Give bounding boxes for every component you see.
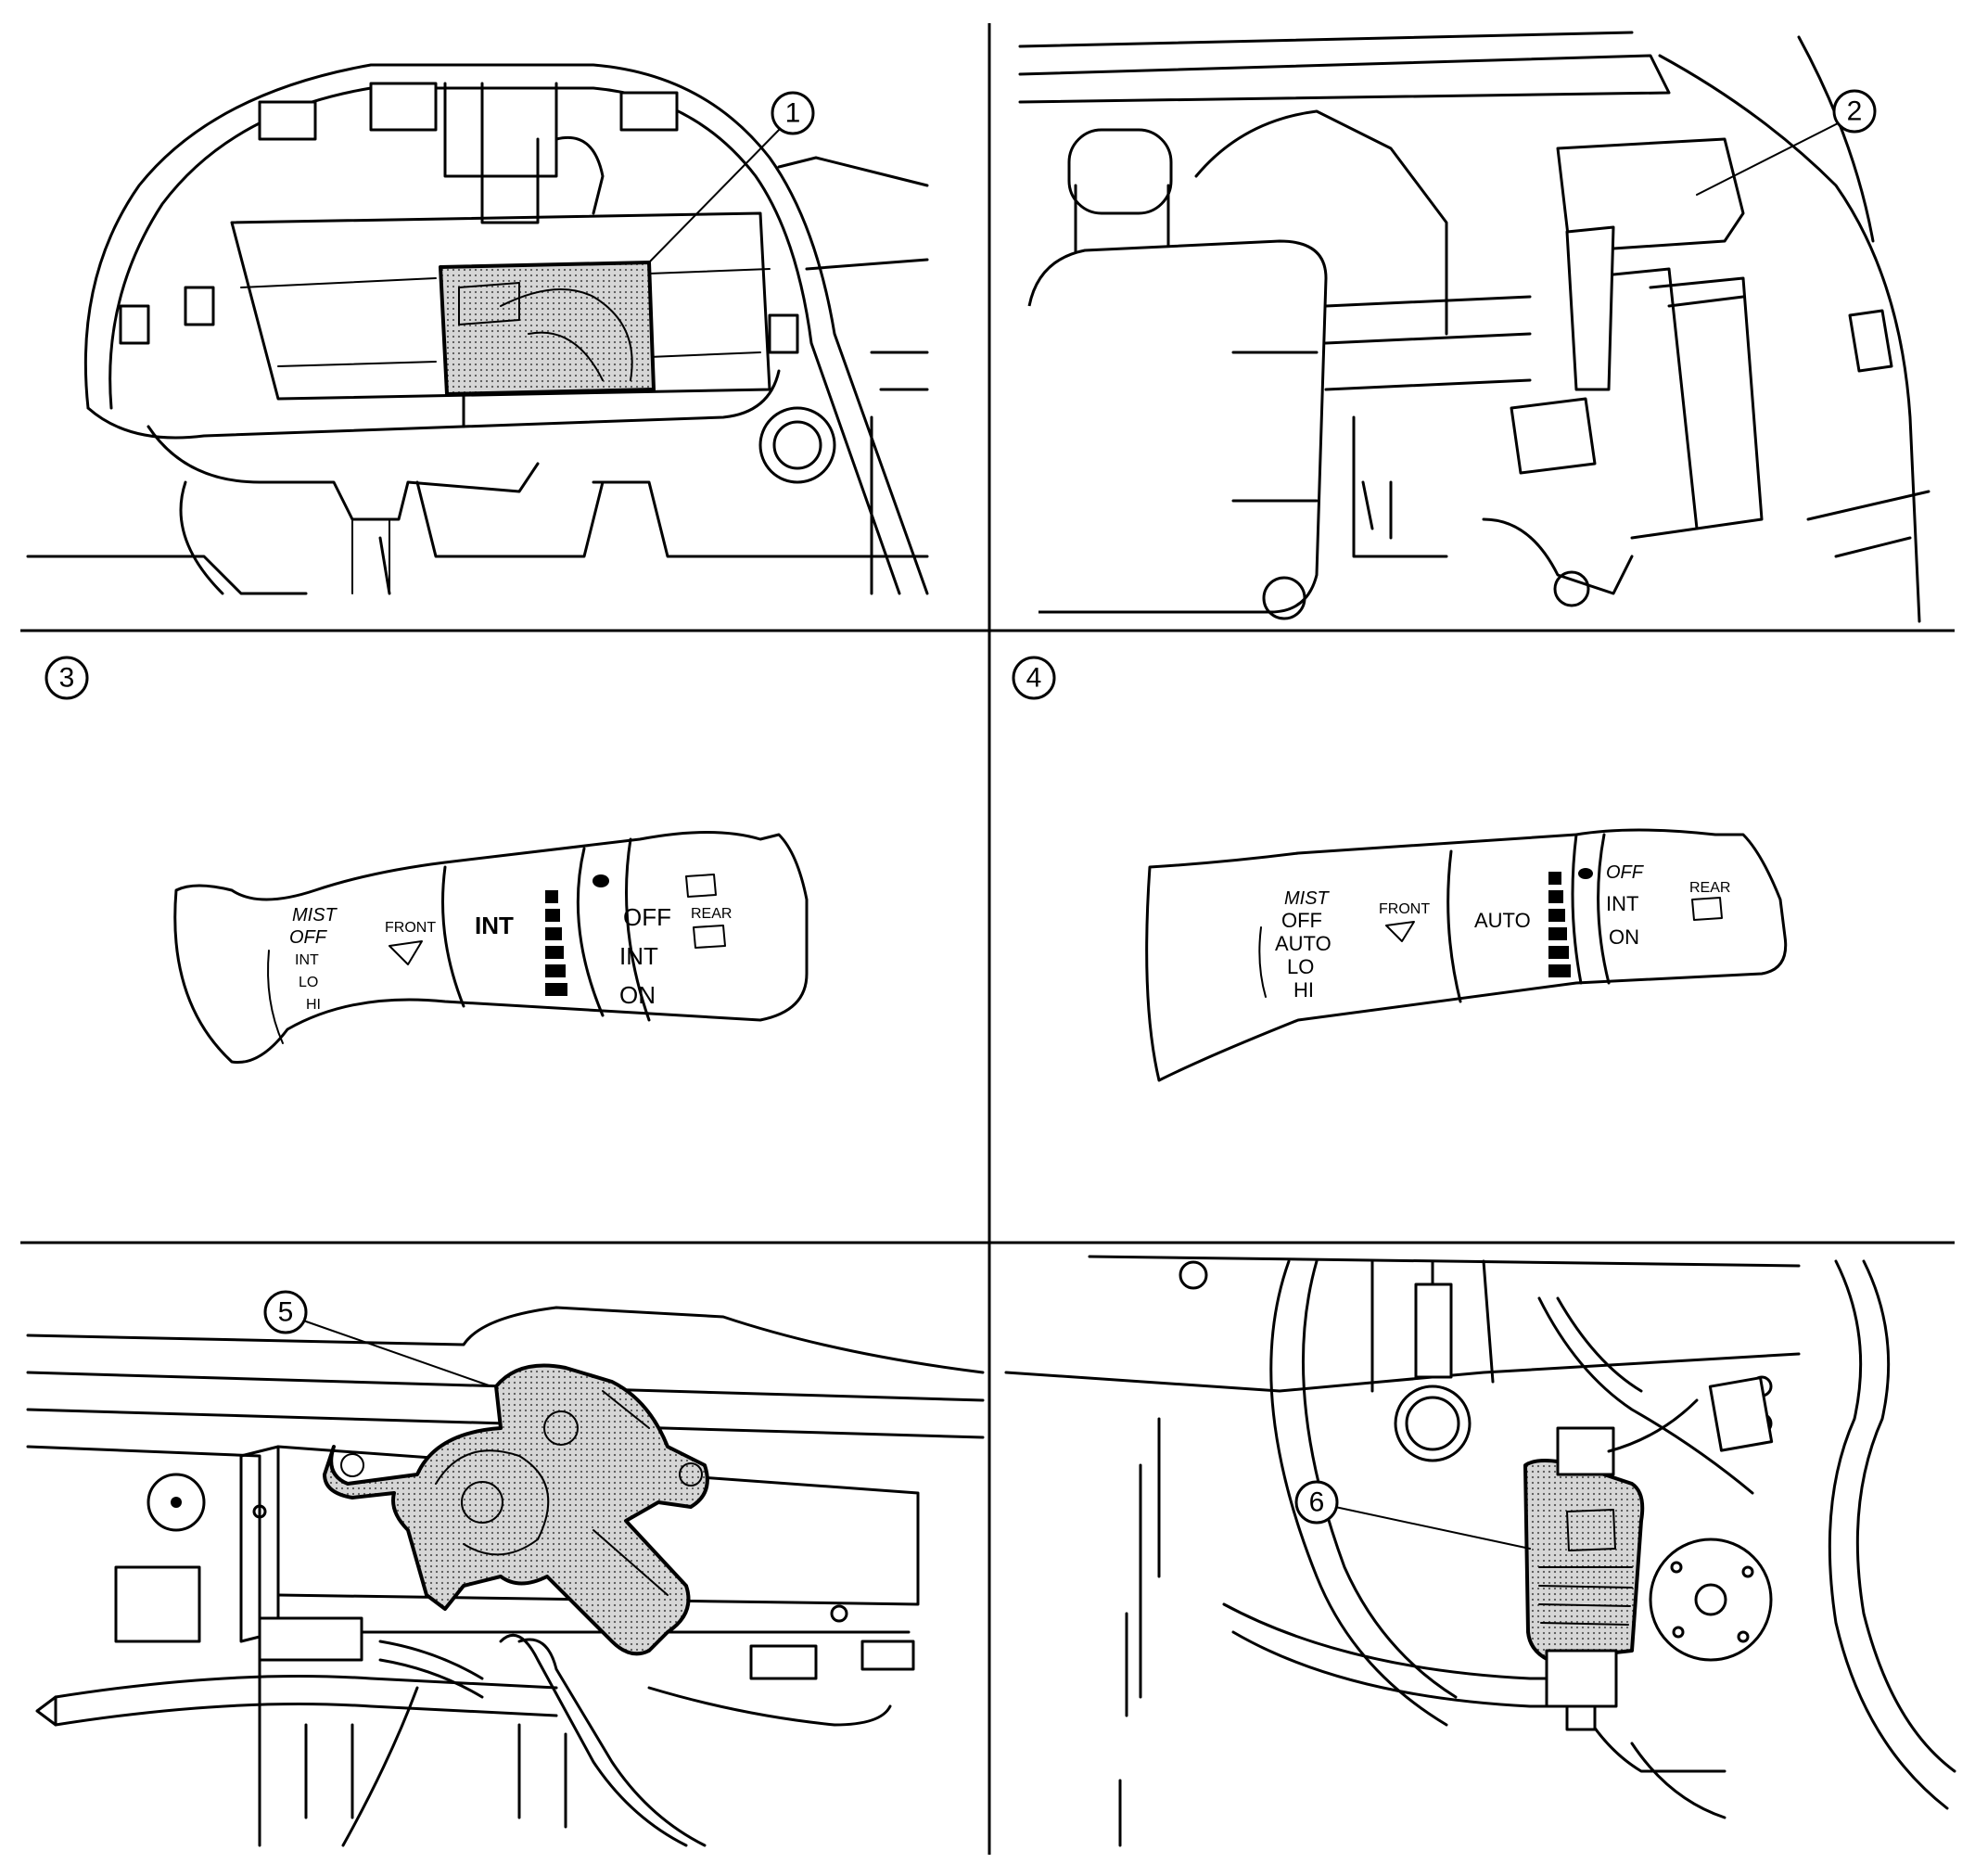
switch-b-auto: AUTO [1275, 932, 1332, 955]
switch-b-right-on: ON [1609, 925, 1639, 949]
rear-wiper-icon [693, 925, 726, 949]
switch-b-middle: AUTO [1474, 909, 1531, 932]
panel-dividers [20, 23, 1955, 1855]
panel-sensor-relay: 6 [1004, 1255, 1956, 1847]
position-marker [592, 874, 609, 887]
svg-text:3: 3 [59, 663, 75, 694]
switch-a-front: FRONT [385, 920, 436, 936]
panel-engine-compartment: 2 [1018, 31, 1930, 623]
callout-3: 3 [45, 656, 89, 700]
switch-a-middle: INT [475, 912, 514, 939]
switch-a-hi: HI [306, 997, 321, 1013]
svg-text:1: 1 [785, 98, 801, 129]
switch-a-right-off: OFF [623, 903, 671, 931]
switch-b-front: FRONT [1379, 901, 1430, 917]
switch-b-off: OFF [1281, 909, 1322, 932]
panel-dash-module: 1 [26, 63, 929, 595]
switch-a-off: OFF [289, 927, 328, 948]
svg-text:4: 4 [1026, 663, 1042, 694]
switch-a-int: INT [295, 952, 319, 968]
switch-b-hi: HI [1293, 978, 1314, 1002]
switch-a-right-on: ON [619, 981, 656, 1009]
panel-wiper-switch-auto: 4 MIST OFF AUTO LO HI FRONT AUTO OFF INT… [1012, 656, 1788, 1082]
panel-wiper-switch-int: 3 MIST OFF INT LO HI FRONT INT OFF INT O… [45, 656, 809, 1065]
switch-b-mist: MIST [1284, 888, 1331, 909]
switch-b-rear: REAR [1689, 880, 1730, 896]
switch-a-lo: LO [299, 975, 318, 990]
callout-4: 4 [1012, 656, 1056, 700]
front-wiper-icon [389, 940, 423, 965]
callout-6: 6 [1294, 1480, 1339, 1525]
svg-text:2: 2 [1847, 96, 1863, 127]
panel-wiper-motor: 5 [26, 1290, 985, 1847]
auto-scale-bars [1548, 872, 1571, 977]
svg-text:6: 6 [1309, 1487, 1325, 1518]
switch-b-right-int: INT [1606, 892, 1638, 915]
callout-5: 5 [263, 1290, 308, 1334]
callout-1: 1 [771, 91, 815, 135]
washer-icon [685, 874, 717, 898]
switch-b-lo: LO [1287, 955, 1314, 978]
switch-a-right-int: INT [619, 942, 658, 970]
rear-wiper-icon-b [1691, 897, 1723, 921]
switch-b-right-off: OFF [1606, 862, 1645, 883]
intermittent-scale-bars [545, 890, 567, 996]
callout-2: 2 [1832, 89, 1877, 134]
switch-a-rear: REAR [691, 906, 732, 922]
front-wiper-icon-b [1385, 921, 1415, 942]
position-marker-auto [1578, 868, 1593, 879]
svg-text:5: 5 [278, 1297, 294, 1328]
switch-a-mist: MIST [292, 905, 338, 925]
